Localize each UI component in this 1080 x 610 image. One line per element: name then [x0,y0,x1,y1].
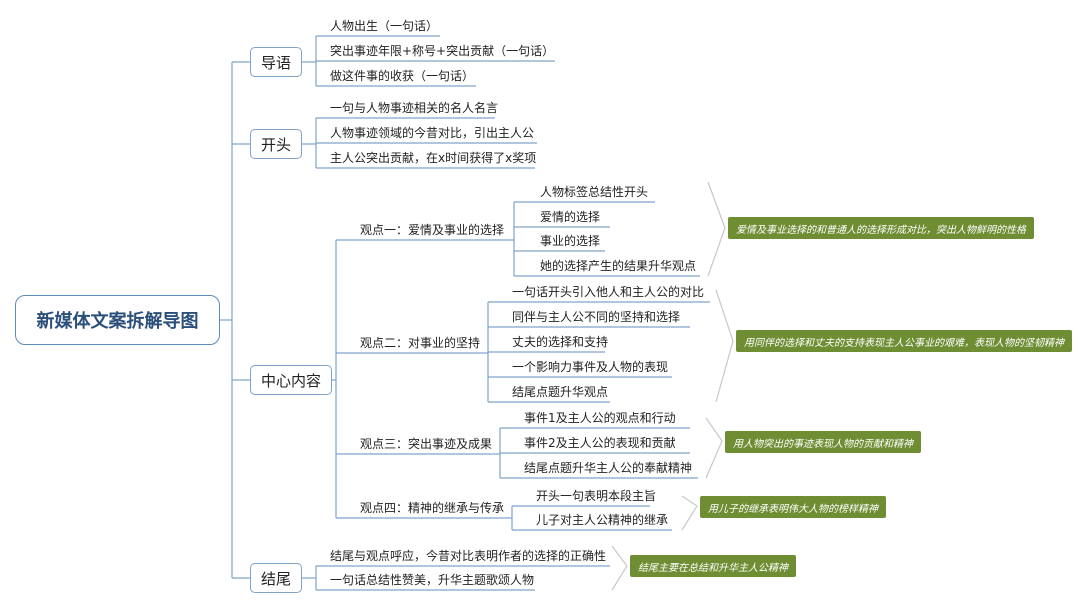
point-item[interactable]: 儿子对主人公精神的继承 [536,513,669,527]
section-intro[interactable]: 导语 [250,47,302,77]
point-item[interactable]: 人物标签总结性开头 [540,185,649,199]
point-item[interactable]: 她的选择产生的结果升华观点 [540,259,697,273]
summary-note[interactable]: 用儿子的继承表明伟大人物的榜样精神 [700,496,886,518]
point-item[interactable]: 开头一句表明本段主旨 [536,489,657,503]
point-item[interactable]: 结尾点题升华主人公的奉献精神 [524,461,693,475]
point-item[interactable]: 一个影响力事件及人物的表现 [512,360,669,374]
summary-note[interactable]: 爱情及事业选择的和普通人的选择形成对比，突出人物鲜明的性格 [728,217,1034,239]
intro-item[interactable]: 突出事迹年限+称号+突出贡献（一句话） [330,44,555,58]
section-ending[interactable]: 结尾 [250,563,302,593]
intro-item[interactable]: 人物出生（一句话） [330,19,439,33]
opening-item[interactable]: 主人公突出贡献，在x时间获得了x奖项 [330,151,537,165]
core-point[interactable]: 观点三：突出事迹及成果 [360,437,493,451]
section-core[interactable]: 中心内容 [250,365,332,395]
point-item[interactable]: 一句话开头引入他人和主人公的对比 [512,285,705,299]
opening-item[interactable]: 人物事迹领域的今昔对比，引出主人公 [330,126,535,140]
core-point[interactable]: 观点二：对事业的坚持 [360,336,481,350]
section-opening[interactable]: 开头 [250,129,302,159]
core-point[interactable]: 观点四：精神的继承与传承 [360,501,505,515]
point-item[interactable]: 丈夫的选择和支持 [512,335,609,349]
core-point[interactable]: 观点一：爱情及事业的选择 [360,223,505,237]
point-item[interactable]: 事业的选择 [540,234,601,248]
point-item[interactable]: 同伴与主人公不同的坚持和选择 [512,310,681,324]
ending-item[interactable]: 一句话总结性赞美，升华主题歌颂人物 [330,573,535,587]
point-item[interactable]: 事件1及主人公的观点和行动 [524,411,676,425]
intro-item[interactable]: 做这件事的收获（一句话） [330,69,475,83]
opening-item[interactable]: 一句与人物事迹相关的名人名言 [330,101,499,115]
summary-note[interactable]: 结尾主要在总结和升华主人公精神 [630,555,796,577]
ending-item[interactable]: 结尾与观点呼应，今昔对比表明作者的选择的正确性 [330,549,607,563]
point-item[interactable]: 爱情的选择 [540,210,601,224]
point-item[interactable]: 事件2及主人公的表现和贡献 [524,436,676,450]
summary-note[interactable]: 用同伴的选择和丈夫的支持表现主人公事业的艰难，表现人物的坚韧精神 [736,330,1072,352]
summary-note[interactable]: 用人物突出的事迹表现人物的贡献和精神 [725,431,921,453]
point-item[interactable]: 结尾点题升华观点 [512,385,609,399]
root-node[interactable]: 新媒体文案拆解导图 [15,295,220,345]
